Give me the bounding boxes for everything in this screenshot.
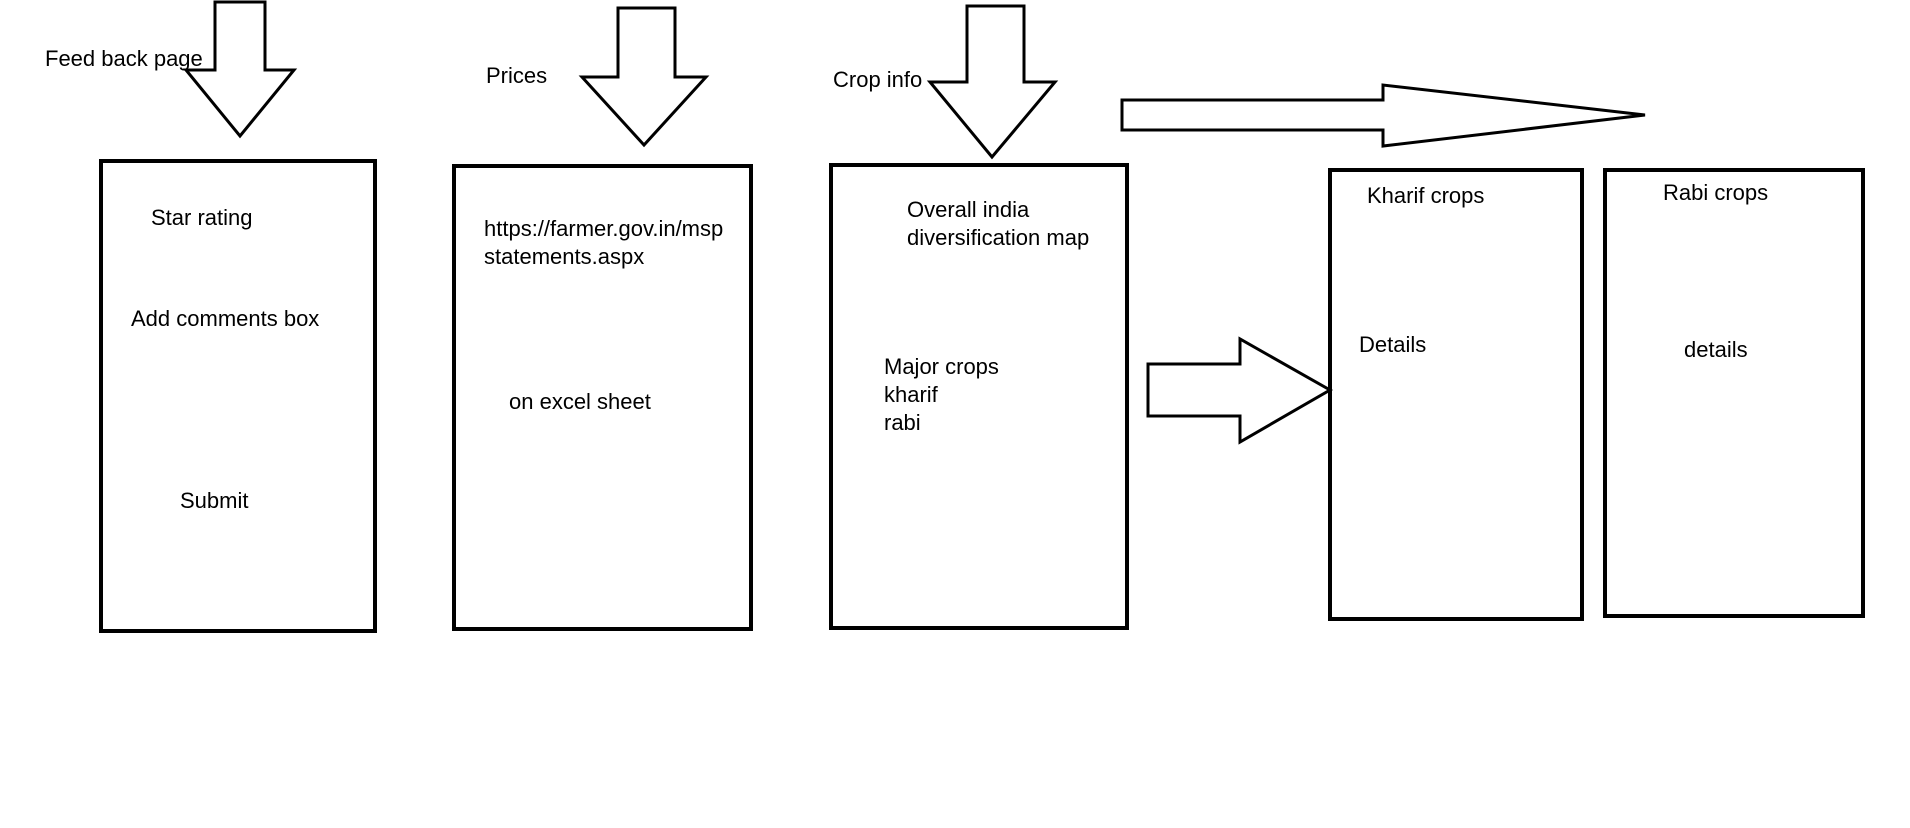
msp-url-line-2: statements.aspx <box>484 244 645 269</box>
rabi-label: rabi <box>884 410 921 435</box>
right-arrow-icon <box>1146 336 1334 445</box>
down-arrow-icon <box>182 0 298 139</box>
right-arrow-icon <box>1120 83 1646 148</box>
add-comments-label: Add comments box <box>131 306 320 331</box>
crop-info-page-box <box>829 163 1129 630</box>
down-arrow-icon <box>926 4 1059 160</box>
star-rating-label: Star rating <box>151 205 253 230</box>
submit-label: Submit <box>180 488 249 513</box>
msp-url-line-1: https://farmer.gov.in/msp <box>484 216 724 241</box>
rabi-crops-title: Rabi crops <box>1663 180 1769 205</box>
excel-sheet-label: on excel sheet <box>509 389 651 414</box>
prices-page-title: Prices <box>486 63 548 88</box>
kharif-details-label: Details <box>1359 332 1427 357</box>
feedback-page-box <box>99 159 377 633</box>
crop-info-page-title: Crop info <box>833 67 923 92</box>
major-crops-label: Major crops <box>884 354 999 379</box>
rabi-crops-page-box <box>1603 168 1865 618</box>
diversification-map-line-1: Overall india <box>907 197 1030 222</box>
feedback-page-title: Feed back page <box>45 46 203 71</box>
kharif-label: kharif <box>884 382 938 407</box>
diversification-map-line-2: diversification map <box>907 225 1090 250</box>
rabi-details-label: details <box>1684 337 1748 362</box>
kharif-crops-title: Kharif crops <box>1367 183 1485 208</box>
kharif-crops-page-box <box>1328 168 1584 621</box>
prices-page-box <box>452 164 753 631</box>
down-arrow-icon <box>578 6 710 148</box>
